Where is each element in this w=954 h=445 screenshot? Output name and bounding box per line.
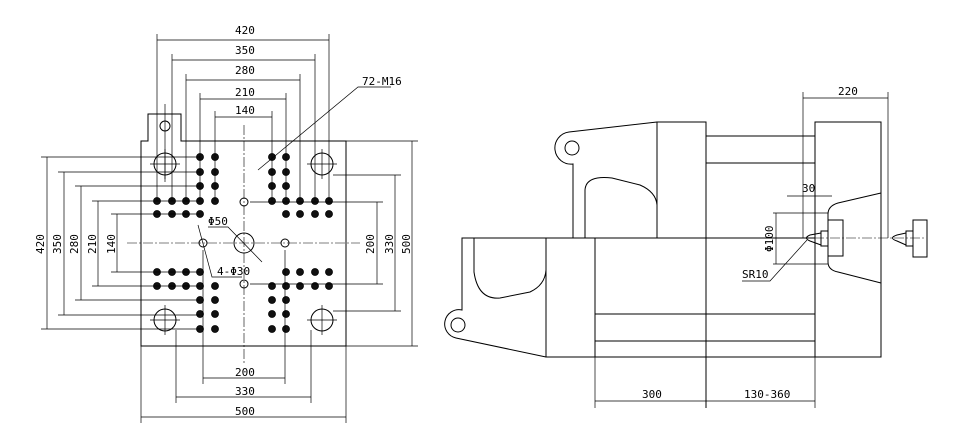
machine-side-view: 220 30 Φ100 SR10 300 130-360 [444,85,928,408]
dim-sr10: SR10 [742,268,769,281]
callout-phi50-leader [208,226,263,263]
callout-72-m16-leader [257,86,391,171]
m16-hole [325,282,333,290]
lower-toggle-pin [450,317,466,333]
dim-right-500: 500 [400,234,413,254]
platen-outline [140,113,347,347]
dim-left-140: 140 [105,234,118,254]
m16-hole [296,268,304,276]
dim-top-350: 350 [235,44,255,57]
dim-30: 30 [802,182,815,195]
lower-link-cutout [473,238,547,299]
m16-hole [282,282,290,290]
m16-hole [311,268,319,276]
dim-left-420: 420 [34,234,47,254]
dim-top-140: 140 [235,104,255,117]
dim-220: 220 [838,85,858,98]
dim-bottom-200: 200 [235,366,255,379]
dim-top-280: 280 [235,64,255,77]
moving-platen-lower [594,237,816,358]
dim-130-360: 130-360 [744,388,790,401]
ejector-holes [198,197,290,289]
callout-phi50: Φ50 [208,215,228,228]
nozzle-bush [820,230,829,247]
nozzle-tip [806,232,822,246]
dim-phi100: Φ100 [763,226,776,253]
dim-right-330: 330 [383,234,396,254]
callout-4-phi30-leader [197,224,242,278]
m16-hole [282,210,290,218]
m16-hole [296,282,304,290]
m16-hole [282,296,290,304]
m16-hole [311,282,319,290]
m16-hole [325,210,333,218]
sr10-leader [742,239,808,282]
injection-nozzle-flange [912,219,928,258]
dim-300: 300 [642,388,662,401]
m16-hole [211,296,219,304]
upper-toggle-pin [564,140,580,156]
upper-toggle-link [554,121,658,238]
ejector-hole [280,238,290,248]
dim-left-210: 210 [86,234,99,254]
moving-platen-upper [656,121,707,239]
m16-hole [282,325,290,333]
dim-bottom-500: 500 [235,405,255,418]
m16-hole [211,325,219,333]
ejector-hole [198,238,208,248]
injection-nozzle-tip [892,232,907,246]
m16-hole [268,325,276,333]
upper-link-cutout [584,177,658,238]
crosshead-block [545,237,596,358]
callout-4-phi30: 4-Φ30 [217,265,250,278]
ejector-hole [239,197,249,207]
m16-hole [211,310,219,318]
fixed-platen [814,121,882,358]
dim-left-350: 350 [51,234,64,254]
m16-hole [211,282,219,290]
lower-toggle-link [444,237,547,358]
m16-hole [282,310,290,318]
dim-left-280: 280 [68,234,81,254]
m16-hole [325,268,333,276]
injection-nozzle-body [905,230,914,247]
front-dimensions [41,34,418,423]
dim-right-200: 200 [364,234,377,254]
m16-hole [196,310,204,318]
platen-front-view: 420 350 280 210 140 420 350 280 210 140 … [34,24,418,423]
m16-hole [268,282,276,290]
m16-hole [296,210,304,218]
dim-top-210: 210 [235,86,255,99]
callout-72-m16: 72-M16 [362,75,402,88]
center-hole [233,232,255,254]
m16-hole [282,268,290,276]
m16-hole [311,210,319,218]
dim-bottom-330: 330 [235,385,255,398]
m16-hole [268,310,276,318]
dim-top-420: 420 [235,24,255,37]
m16-hole [268,296,276,304]
ejector-hole [239,279,249,289]
tie-bar-holes [150,149,337,335]
